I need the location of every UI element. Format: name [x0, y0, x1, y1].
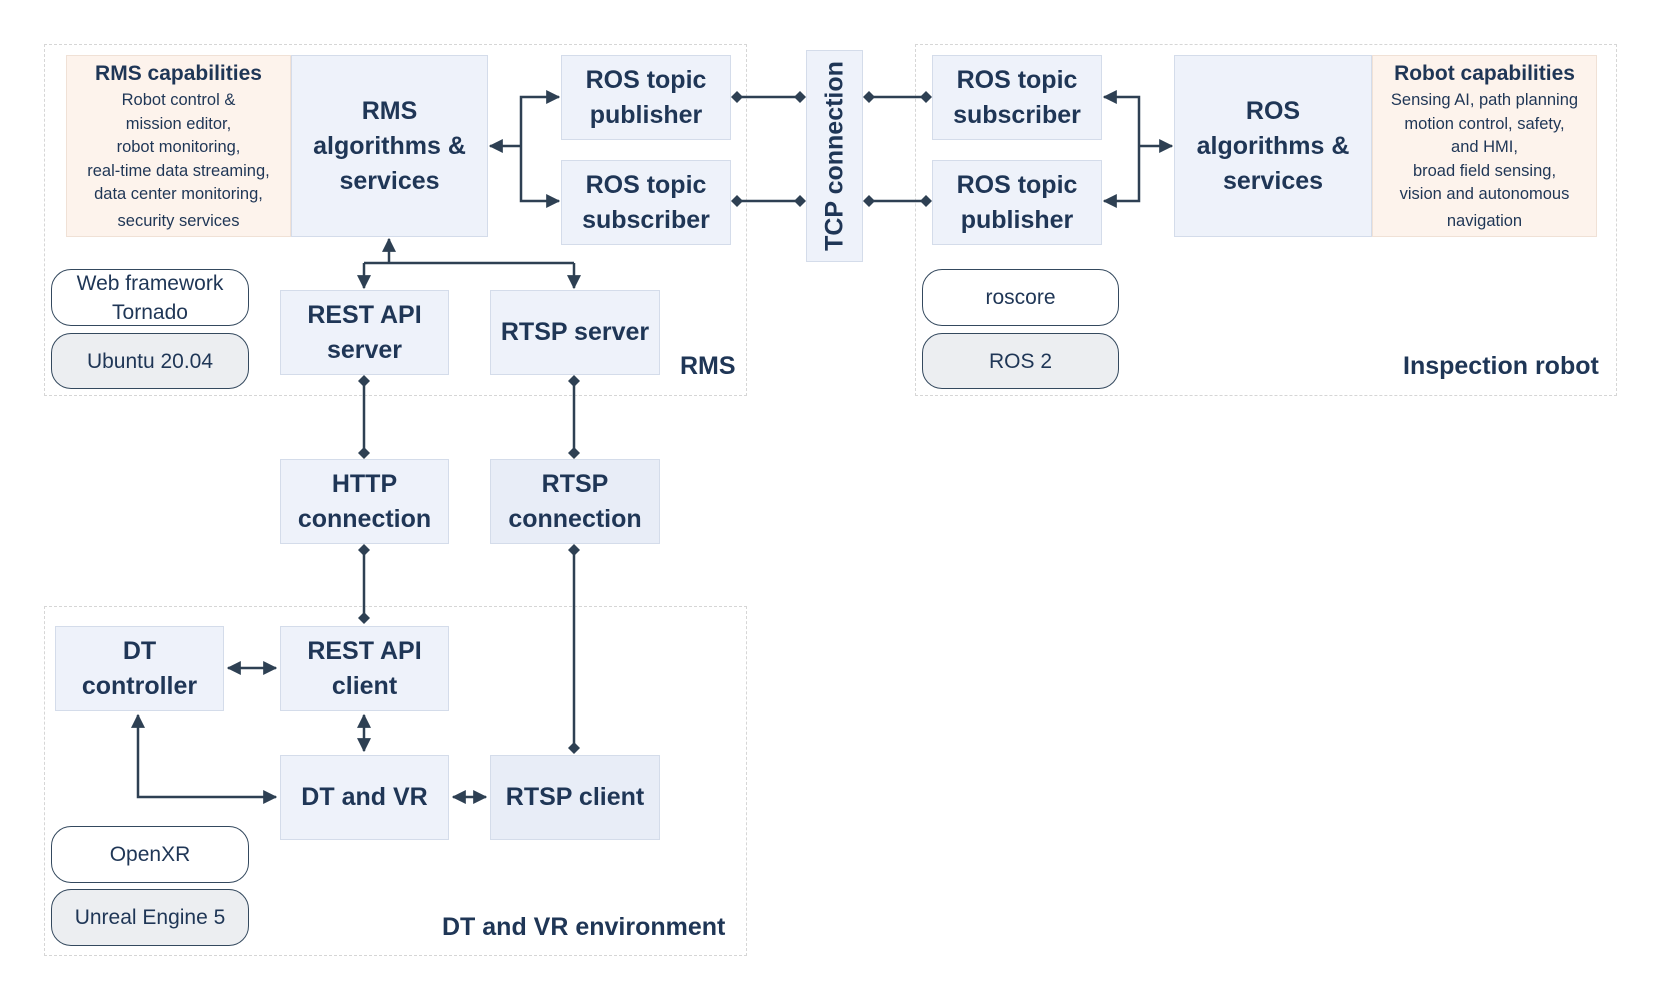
http-connection-line: HTTP: [331, 469, 398, 498]
dt-controller-dt-vr-connector: [131, 713, 278, 804]
rtsp-connection-line: connection: [508, 504, 642, 533]
robot-capability-line: navigation: [1446, 211, 1523, 230]
robot-capability-line: vision and autonomous: [1399, 185, 1570, 203]
dt-and-vr-box: DT and VR: [280, 755, 449, 840]
rms-algorithms-line: services: [339, 166, 440, 195]
rtsp-connection-box: RTSP connection: [490, 459, 660, 544]
robot-capability-line: broad field sensing,: [1412, 161, 1557, 180]
dt-controller-line: controller: [81, 671, 198, 700]
rtsp-connection-line: RTSP: [541, 469, 609, 498]
rms-subscriber-line: subscriber: [582, 205, 710, 234]
rms-capability-line: data center monitoring,: [94, 185, 263, 203]
roscore-label: roscore: [985, 286, 1056, 309]
openxr-label: OpenXR: [109, 843, 191, 866]
rms-capabilities-panel: RMS capabilities Robot control & mission…: [66, 55, 291, 237]
unreal-engine-label: Unreal Engine 5: [74, 906, 226, 929]
robot-ros-topic-subscriber-box: ROS topic subscriber: [932, 55, 1102, 140]
ros-bracket-to-robot-subscriber-connector: [1102, 90, 1141, 146]
rms-capability-line: security services: [117, 211, 240, 230]
dt-controller-line: DT: [122, 636, 157, 665]
ros-algorithms-line: ROS: [1245, 96, 1301, 125]
robot-capability-line: motion control, safety,: [1404, 114, 1565, 133]
rtsp-client-label: RTSP client: [505, 783, 645, 811]
rest-api-client-line: client: [331, 671, 398, 700]
ros2-label: ROS 2: [988, 349, 1053, 373]
dt-controller-box: DT controller: [55, 626, 224, 711]
rms-publisher-line: publisher: [589, 100, 703, 129]
web-framework-line: Tornado: [112, 300, 188, 324]
rms-group-title: RMS: [680, 352, 736, 380]
robot-publisher-line: publisher: [960, 205, 1074, 234]
rtsp-client-box: RTSP client: [490, 755, 660, 840]
rms-algorithms-to-publisher-connector: [519, 90, 561, 146]
ros2-pill: ROS 2: [922, 333, 1119, 389]
ros-algorithms-services-box: ROS algorithms & services: [1174, 55, 1372, 237]
rest-api-server-box: REST API server: [280, 290, 449, 375]
roscore-pill: roscore: [922, 269, 1119, 326]
ros-algorithms-line: services: [1222, 166, 1324, 195]
unreal-engine-pill: Unreal Engine 5: [51, 889, 249, 946]
rms-subscriber-line: ROS topic: [585, 170, 707, 199]
rms-capability-line: Robot control &: [121, 91, 236, 109]
ubuntu-pill: Ubuntu 20.04: [51, 333, 249, 389]
ros-algorithms-line: algorithms &: [1196, 131, 1350, 160]
rms-algorithms-to-subscriber-connector: [519, 146, 561, 208]
rest-api-client-box: REST API client: [280, 626, 449, 711]
robot-capabilities-title: Robot capabilities: [1394, 62, 1575, 85]
web-framework-line: Web framework: [76, 271, 224, 295]
http-connection-line: connection: [297, 504, 432, 533]
rest-api-client-line: REST API: [307, 636, 422, 665]
robot-publisher-line: ROS topic: [956, 170, 1078, 199]
inspection-robot-group: [915, 44, 1617, 396]
rest-api-server-line: server: [326, 335, 403, 364]
rms-capability-line: mission editor,: [125, 114, 232, 133]
rms-algorithms-services-box: RMS algorithms & services: [291, 55, 488, 237]
robot-ros-topic-publisher-box: ROS topic publisher: [932, 160, 1102, 245]
robot-capability-line: Sensing AI, path planning: [1390, 91, 1579, 109]
web-framework-tornado-pill: Web framework Tornado: [51, 269, 249, 326]
robot-capabilities-panel: Robot capabilities Sensing AI, path plan…: [1372, 55, 1597, 237]
tcp-connection-box: TCP connection: [806, 50, 863, 262]
rms-group: [44, 44, 747, 396]
rtsp-server-label: RTSP server: [500, 318, 650, 346]
rms-ros-topic-subscriber-box: ROS topic subscriber: [561, 160, 731, 245]
robot-capability-line: and HMI,: [1451, 138, 1518, 156]
rtsp-server-box: RTSP server: [490, 290, 660, 375]
rms-capability-line: real-time data streaming,: [87, 161, 270, 180]
inspection-robot-group-title: Inspection robot: [1403, 352, 1599, 380]
rms-algorithms-line: algorithms &: [313, 131, 466, 160]
rms-algorithms-line: RMS: [361, 96, 418, 125]
ubuntu-label: Ubuntu 20.04: [86, 349, 214, 373]
rms-publisher-line: ROS topic: [585, 65, 707, 94]
rms-capabilities-title: RMS capabilities: [95, 62, 262, 85]
rms-ros-topic-publisher-box: ROS topic publisher: [561, 55, 731, 140]
rest-api-server-line: REST API: [307, 300, 422, 329]
dt-vr-environment-group-title: DT and VR environment: [442, 913, 726, 941]
dt-and-vr-label: DT and VR: [301, 783, 428, 811]
openxr-pill: OpenXR: [51, 826, 249, 883]
robot-subscriber-line: subscriber: [953, 100, 1081, 129]
http-connection-box: HTTP connection: [280, 459, 449, 544]
ros-bracket-to-robot-publisher-connector: [1102, 146, 1141, 208]
dt-vr-environment-group: [44, 606, 747, 956]
robot-subscriber-line: ROS topic: [956, 65, 1078, 94]
rms-capability-line: robot monitoring,: [116, 138, 241, 156]
